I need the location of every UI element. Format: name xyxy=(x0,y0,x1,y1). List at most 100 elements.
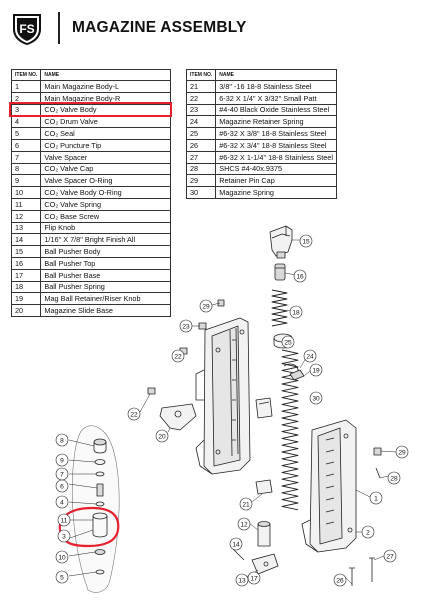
page-title: MAGAZINE ASSEMBLY xyxy=(72,19,247,36)
callout-item-1: 1 xyxy=(369,491,383,505)
part-name-cell: #4-40 Black Oxide Stainless Steel xyxy=(215,103,337,117)
part-name-cell: Magazine Slide Base xyxy=(40,304,171,317)
callout-label: 11 xyxy=(61,517,68,524)
callout-label: 20 xyxy=(158,433,166,440)
callout-item-2: 2 xyxy=(361,525,375,539)
item-number-cell: 15 xyxy=(10,245,42,258)
callout-circle xyxy=(55,570,69,584)
callout-label: 16 xyxy=(296,273,304,280)
callout-item-10: 10 xyxy=(55,550,69,564)
callout-circle xyxy=(299,234,313,248)
callout-label: 5 xyxy=(60,574,64,581)
callout-item-24: 24 xyxy=(303,349,317,363)
item-number-cell: 24 xyxy=(185,115,217,129)
table-row: 23#4-40 Black Oxide Stainless Steel xyxy=(185,103,337,117)
callout-label: 1 xyxy=(374,495,378,502)
callout-label: 6 xyxy=(60,483,64,490)
callout-circle xyxy=(303,349,317,363)
callout-circle xyxy=(281,335,295,349)
callout-label: 9 xyxy=(60,457,64,464)
callout-item-15: 15 xyxy=(299,234,313,248)
callout-item-3: 3 xyxy=(57,529,71,543)
first-strike-logo: FS xyxy=(13,14,41,45)
callout-label: 19 xyxy=(312,367,320,374)
callout-label: 24 xyxy=(306,353,314,360)
part-name-cell: Mag Ball Retainer/Riser Knob xyxy=(40,292,171,306)
callout-item-27: 27 xyxy=(383,549,397,563)
callout-label: 12 xyxy=(240,521,248,528)
callout-item-30: 30 xyxy=(309,391,323,405)
callout-item-9: 9 xyxy=(55,453,69,467)
part-name-cell: Ball Pusher Base xyxy=(40,268,171,282)
callout-circle xyxy=(199,299,213,313)
ball-pusher-top-part xyxy=(274,263,286,281)
logo-text: FS xyxy=(19,22,34,36)
part-name-cell: Magazine Retainer Spring xyxy=(215,115,337,129)
callout-circle xyxy=(247,571,261,585)
callout-circle xyxy=(383,549,397,563)
callout-item-17: 17 xyxy=(247,571,261,585)
highlight-box-item-3 xyxy=(9,102,172,117)
item-number-cell: 1 xyxy=(10,80,42,93)
callout-label: 29 xyxy=(398,449,406,456)
callout-item-4: 4 xyxy=(55,495,69,509)
callout-item-21: 21 xyxy=(239,497,253,511)
item-number-cell: 17 xyxy=(10,268,42,282)
callout-circle xyxy=(229,537,243,551)
callout-circle xyxy=(127,407,141,421)
callout-item-5: 5 xyxy=(55,570,69,584)
screws-parts xyxy=(147,299,382,586)
callout-circle xyxy=(395,445,409,459)
callout-circle xyxy=(55,550,69,564)
callout-label: 2 xyxy=(366,529,370,536)
pin-part xyxy=(231,547,245,561)
callout-label: 28 xyxy=(390,475,398,482)
part-name-cell: Ball Pusher Body xyxy=(40,245,171,258)
callout-label: 13 xyxy=(238,577,246,584)
callout-label: 27 xyxy=(386,553,394,560)
callout-item-26: 26 xyxy=(333,573,347,587)
callout-item-11: 11 xyxy=(57,513,71,527)
callout-label: 22 xyxy=(130,411,138,418)
callout-item-18: 18 xyxy=(289,305,303,319)
callout-label: 21 xyxy=(242,501,250,508)
callout-label: 30 xyxy=(312,395,320,402)
callout-circle xyxy=(235,573,249,587)
callout-circle xyxy=(361,525,375,539)
magazine-slide-base-part xyxy=(159,403,197,431)
callout-item-28: 28 xyxy=(387,471,401,485)
item-number-cell: 19 xyxy=(10,292,42,306)
item-number-cell: 16 xyxy=(10,256,42,270)
column-header-name: NAME xyxy=(215,69,337,81)
column-header-item-no: ITEM NO. xyxy=(185,69,217,81)
callout-circle xyxy=(57,513,71,527)
callout-item-16: 16 xyxy=(293,269,307,283)
callout-label: 25 xyxy=(284,339,292,346)
callout-item-14: 14 xyxy=(229,537,243,551)
callout-circle xyxy=(387,471,401,485)
callout-circle xyxy=(155,429,169,443)
callout-item-29b: 29 xyxy=(395,445,409,459)
main-magazine-body-left-part xyxy=(195,317,251,475)
main-magazine-body-right-part xyxy=(301,419,357,553)
table-row: 26#6-32 X 3/4" 18-8 Stainless Steel xyxy=(185,138,337,152)
callouts: 1516182923222524192220302928121121417132… xyxy=(55,234,409,587)
callout-circle xyxy=(55,479,69,493)
callout-item-22a: 22 xyxy=(171,349,185,363)
callout-item-20: 20 xyxy=(155,429,169,443)
callout-circle xyxy=(239,497,253,511)
callout-item-13: 13 xyxy=(235,573,249,587)
callout-label: 4 xyxy=(60,499,64,506)
